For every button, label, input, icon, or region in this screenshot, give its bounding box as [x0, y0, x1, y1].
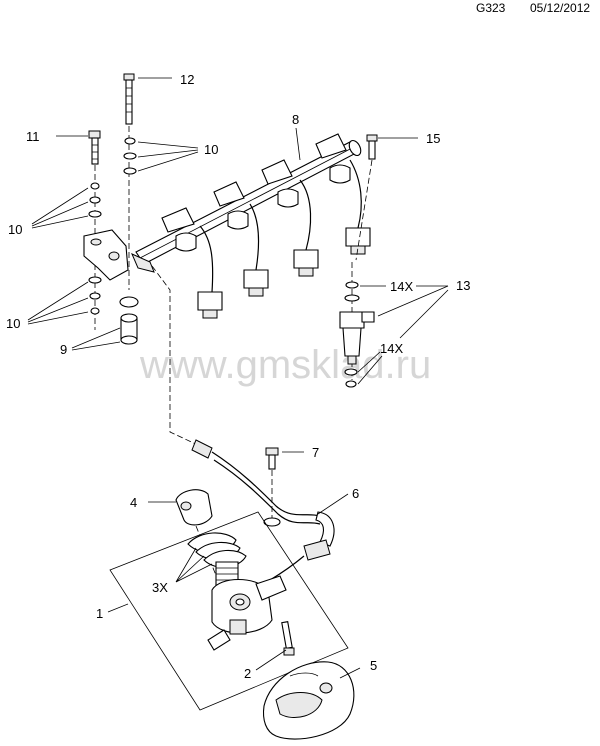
diagram-date: 05/12/2012 [530, 1, 591, 15]
fuel-pipe-6 [151, 265, 335, 581]
callout-5: 5 [370, 658, 377, 673]
pump-insulator-5 [262, 661, 355, 740]
spacer-9 [119, 296, 139, 345]
callout-6: 6 [352, 486, 359, 501]
callout-4: 4 [130, 495, 137, 510]
callout-2: 2 [244, 666, 251, 681]
washer-10-center [123, 137, 137, 175]
callout-14x-lower: 14X [380, 341, 403, 356]
callout-12: 12 [180, 72, 194, 87]
bolt-7 [265, 447, 279, 470]
bolt-2 [281, 621, 295, 656]
bolt-15 [366, 134, 378, 160]
callout-9: 9 [60, 342, 67, 357]
rail-bracket [83, 229, 129, 281]
callout-7: 7 [312, 445, 319, 460]
pump-body [207, 561, 287, 651]
watermark: www.gmsklad.ru [139, 343, 431, 387]
callout-11: 11 [26, 129, 40, 144]
callout-10-center: 10 [204, 142, 218, 157]
kit-box-1 [109, 511, 349, 711]
pump-cover-4 [175, 489, 213, 526]
callout-labels: 12 11 10 8 15 10 10 14X 13 9 14X 7 6 4 1… [6, 72, 470, 681]
washer-10-left-upper [88, 182, 102, 218]
bolt-11 [88, 130, 101, 165]
callout-10-left-lower: 10 [6, 316, 20, 331]
callout-3x: 3X [152, 580, 168, 595]
injector-13 [339, 281, 375, 388]
washer-10-left-lower [88, 276, 102, 315]
leader-lines [27, 77, 449, 679]
injector-connectors [197, 159, 371, 319]
fuel-rail-8 [131, 133, 362, 273]
callout-13: 13 [456, 278, 470, 293]
callout-15: 15 [426, 131, 440, 146]
pipe-clip [263, 517, 281, 527]
diagram-code: G323 [476, 1, 506, 15]
callout-1: 1 [96, 606, 103, 621]
callout-14x-upper: 14X [390, 279, 413, 294]
gaskets-3x [187, 532, 247, 568]
callout-8: 8 [292, 112, 299, 127]
callout-10-left-upper: 10 [8, 222, 22, 237]
bolt-12 [123, 73, 135, 125]
